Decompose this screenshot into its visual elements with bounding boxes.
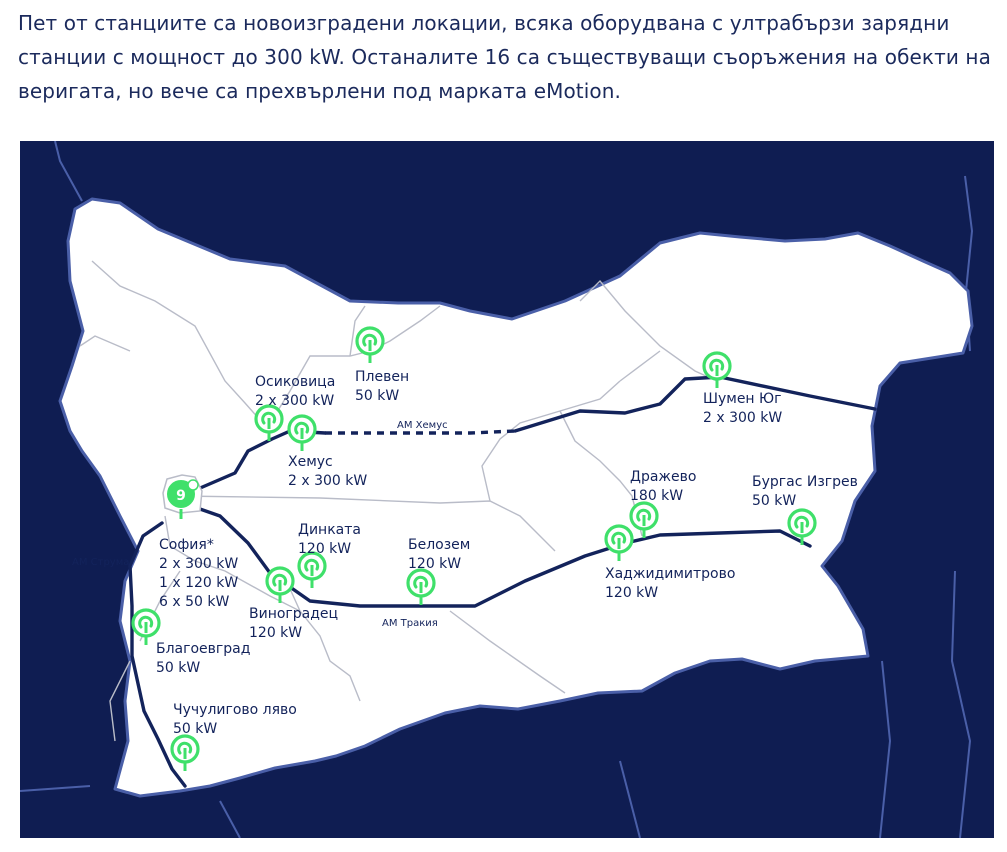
station-power-vinogradets: 120 kW	[249, 625, 302, 641]
station-power-burgas: 50 kW	[752, 493, 796, 509]
station-pin-burgas[interactable]	[787, 508, 817, 545]
station-power-belozem: 120 kW	[408, 556, 461, 572]
station-pin-hemus[interactable]	[287, 414, 317, 451]
charging-stations-map: АМ Хемус АМ Тракия АМ Струма 9 Осиковица…	[20, 141, 994, 838]
station-pin-shumen[interactable]	[702, 351, 732, 388]
highway-trakia	[198, 507, 812, 608]
station-name-osikovitsa: Осиковица	[255, 374, 335, 390]
station-name-chuchuligovo: Чучулигово ляво	[173, 702, 297, 718]
station-markers	[131, 326, 817, 771]
highway-label-trakia: АМ Тракия	[382, 618, 438, 629]
station-pin-blagoevgrad[interactable]	[131, 608, 161, 645]
map-svg: АМ Хемус АМ Тракия АМ Струма 9 Осиковица…	[20, 141, 994, 838]
station-name-sofia: София*	[159, 537, 214, 553]
station-pin-vinogradets[interactable]	[265, 566, 295, 603]
intro-paragraph: Пет от станциите са новоизградени локаци…	[18, 11, 991, 103]
station-pin-drazhevo[interactable]	[629, 501, 659, 538]
station-pin-osikovitsa[interactable]	[254, 404, 284, 441]
station-pin-belozem[interactable]	[406, 568, 436, 605]
station-power-pleven: 50 kW	[355, 388, 399, 404]
bulgaria-land	[58, 197, 974, 798]
station-power-hemus: 2 x 300 kW	[288, 473, 367, 489]
station-name-blagoevgrad: Благоевград	[156, 641, 250, 657]
highway-label-hemus: АМ Хемус	[397, 420, 448, 431]
hub-marker[interactable]: 9	[165, 478, 199, 519]
highway-struma	[128, 521, 187, 788]
station-pin-dinkata[interactable]	[297, 551, 327, 588]
station-name-dinkata: Динката	[298, 522, 361, 538]
station-power-drazhevo: 180 kW	[630, 488, 683, 504]
station-name-drazhevo: Дражево	[630, 469, 696, 485]
station-power-sofia-1: 2 x 300 kW	[159, 556, 238, 572]
station-pin-chuchuligovo[interactable]	[170, 734, 200, 771]
station-power-hadzhidimitrovo: 120 kW	[605, 585, 658, 601]
station-power-blagoevgrad: 50 kW	[156, 660, 200, 676]
station-name-pleven: Плевен	[355, 369, 409, 385]
hub-marker-label: 9	[176, 488, 186, 504]
highways	[128, 375, 877, 788]
station-pin-pleven[interactable]	[355, 326, 385, 363]
station-name-vinogradets: Виноградец	[249, 606, 338, 622]
station-power-sofia-2: 1 x 120 kW	[159, 575, 238, 591]
station-pin-hadzhidimitrovo[interactable]	[604, 524, 634, 561]
station-power-dinkata: 120 kW	[298, 541, 351, 557]
station-power-osikovitsa: 2 x 300 kW	[255, 393, 334, 409]
station-name-shumen: Шумен Юг	[703, 391, 782, 407]
highway-label-struma: АМ Струма	[72, 557, 129, 568]
station-name-hemus: Хемус	[288, 454, 333, 470]
neighbor-borders	[20, 141, 974, 838]
station-name-belozem: Белозем	[408, 537, 470, 553]
station-power-chuchuligovo: 50 kW	[173, 721, 217, 737]
highway-hemus-east	[513, 375, 877, 433]
station-power-shumen: 2 x 300 kW	[703, 410, 782, 426]
station-name-hadzhidimitrovo: Хаджидимитрово	[605, 566, 735, 582]
highway-hemus-planned	[325, 429, 516, 435]
station-labels: Осиковица 2 x 300 kW Плевен 50 kW Хемус …	[156, 369, 858, 737]
station-name-burgas: Бургас Изгрев	[752, 474, 858, 490]
station-power-sofia-3: 6 x 50 kW	[159, 594, 229, 610]
